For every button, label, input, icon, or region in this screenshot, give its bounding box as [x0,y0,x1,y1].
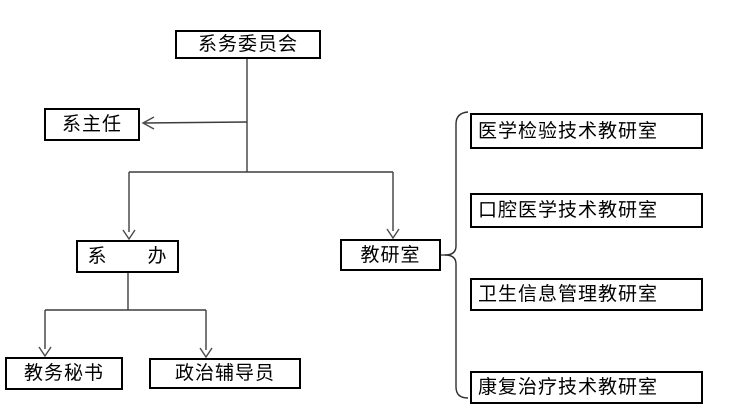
arrowhead-down-icon [386,228,400,240]
brace-rooms [444,111,469,399]
node-director: 系主任 [44,108,140,141]
node-room-rehab-therapy: 康复治疗技术教研室 [470,371,703,404]
node-political-counselor: 政治辅导员 [149,358,301,389]
arrowhead-down-icon [38,346,52,358]
node-department-office: 系 办 [76,240,179,273]
arrowhead-left-icon [141,116,155,130]
arrowhead-down-icon [122,229,136,241]
node-committee: 系务委员会 [175,30,321,59]
arrowhead-down-icon [199,347,213,359]
node-teaching-research-office: 教研室 [340,239,441,271]
node-room-dental-tech: 口腔医学技术教研室 [470,193,703,228]
edge-to-director [143,121,248,124]
node-academic-secretary: 教务秘书 [5,357,123,390]
node-room-medical-lab: 医学检验技术教研室 [470,113,703,149]
node-room-health-info: 卫生信息管理教研室 [470,278,703,311]
